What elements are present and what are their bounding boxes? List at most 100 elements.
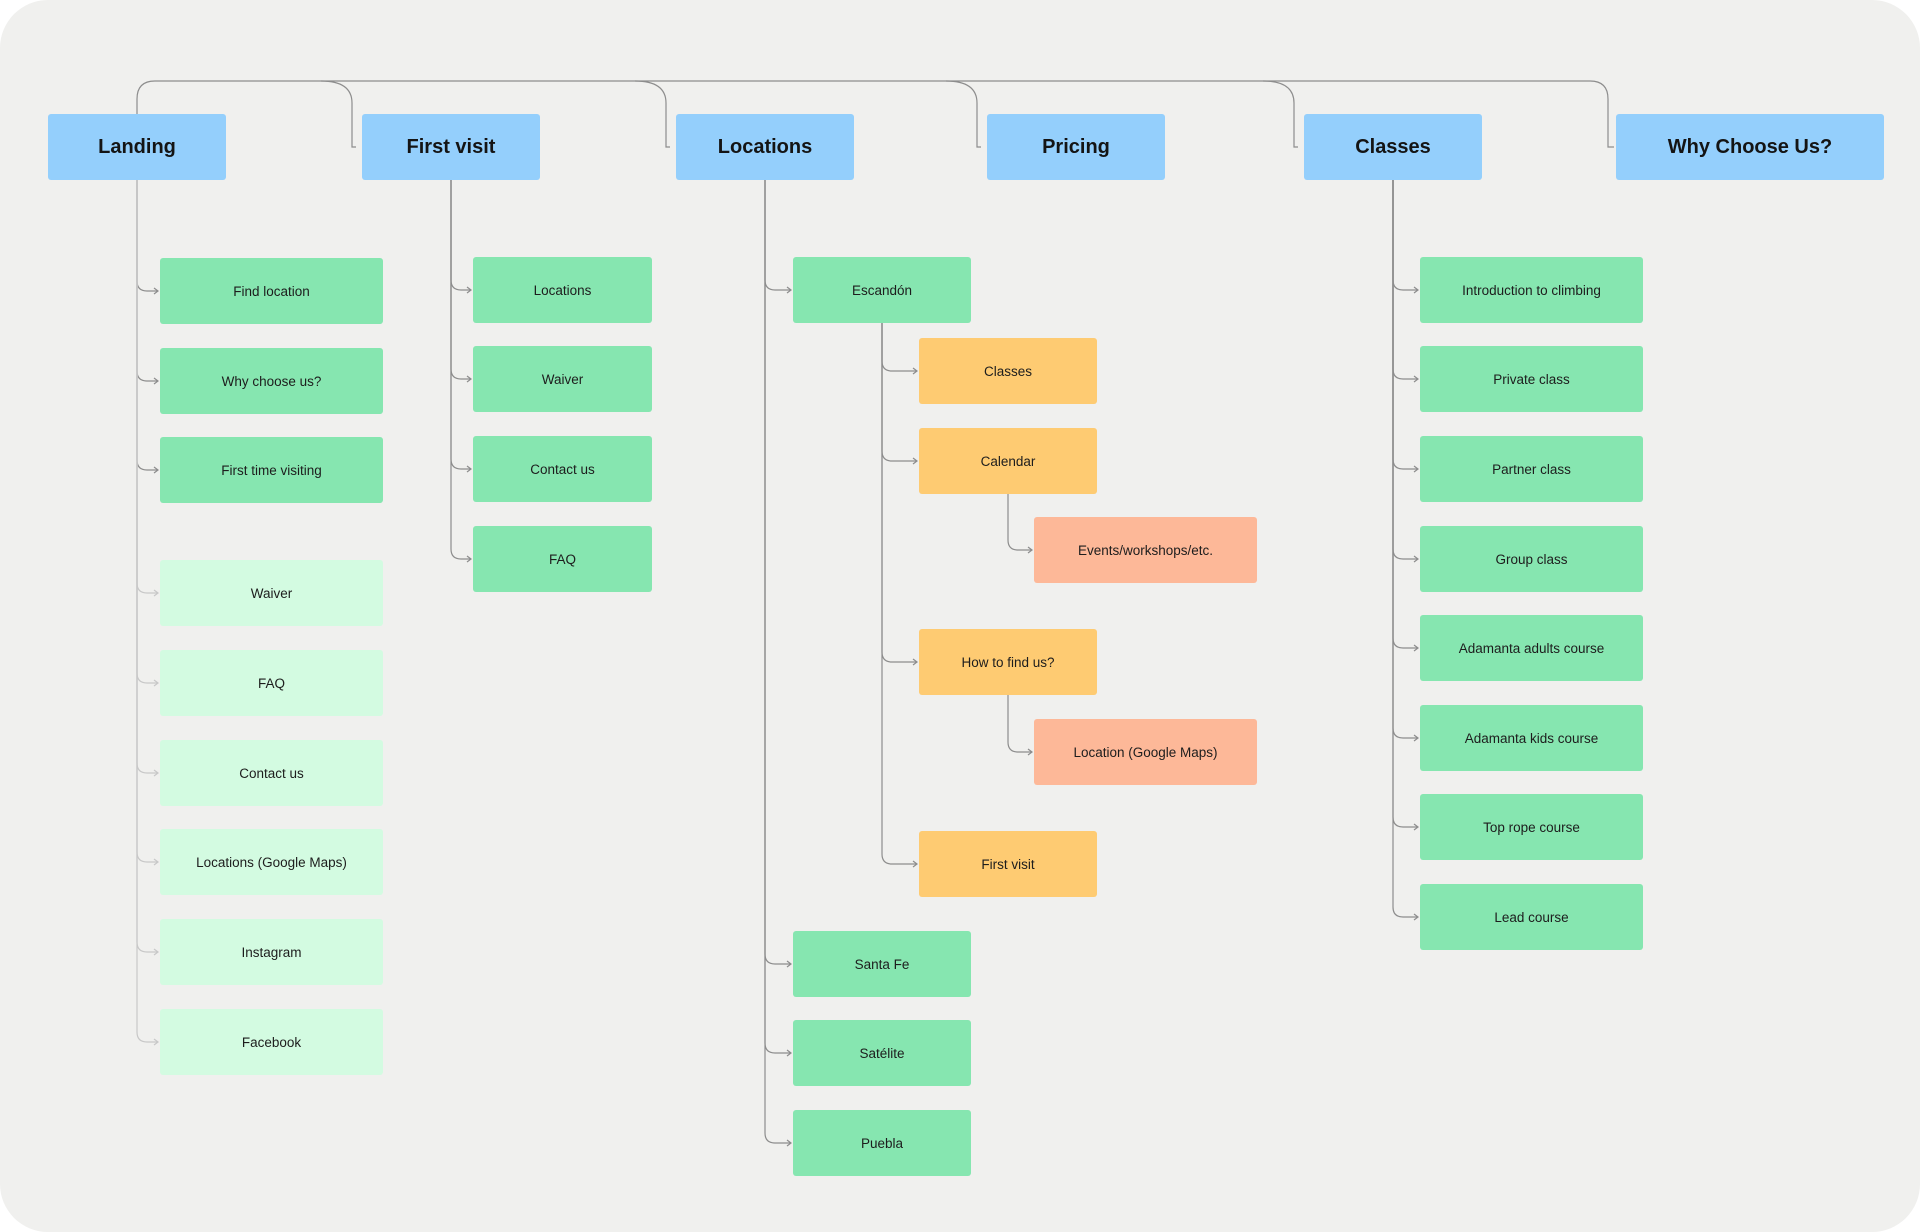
classes-child-node[interactable]: Private class	[1420, 346, 1643, 412]
arrow-head	[1027, 546, 1033, 554]
escandon-connector	[881, 323, 917, 372]
root-node-pricing[interactable]: Pricing	[987, 114, 1165, 180]
landing-child-node-faded[interactable]: Instagram	[160, 919, 383, 985]
how-to-find-us-child-node-google-maps[interactable]: Location (Google Maps)	[1034, 719, 1257, 785]
arrow-head	[1413, 823, 1419, 831]
first-visit-child-node[interactable]: Contact us	[473, 436, 652, 502]
root-bus-connector	[136, 80, 1614, 148]
landing-connector	[136, 180, 158, 684]
location-node-escandon[interactable]: Escandón	[793, 257, 971, 323]
first-visit-child-node[interactable]: Locations	[473, 257, 652, 323]
landing-child-node-faded[interactable]: FAQ	[160, 650, 383, 716]
root-branch-connector	[945, 80, 981, 148]
location-node-puebla[interactable]: Puebla	[793, 1110, 971, 1176]
landing-child-node[interactable]: Why choose us?	[160, 348, 383, 414]
arrow-head	[153, 858, 159, 866]
first-visit-connector	[450, 180, 471, 560]
landing-child-node-faded[interactable]: Locations (Google Maps)	[160, 829, 383, 895]
arrow-head	[1413, 375, 1419, 383]
root-node-why-choose-us[interactable]: Why Choose Us?	[1616, 114, 1884, 180]
classes-connector	[1392, 180, 1418, 470]
arrow-head	[1027, 748, 1033, 756]
classes-child-node[interactable]: Group class	[1420, 526, 1643, 592]
arrow-head	[153, 679, 159, 687]
arrow-head	[786, 1139, 792, 1147]
arrow-head	[786, 960, 792, 968]
classes-connector	[1392, 180, 1418, 739]
root-node-classes[interactable]: Classes	[1304, 114, 1482, 180]
classes-child-node[interactable]: Introduction to climbing	[1420, 257, 1643, 323]
landing-connector	[136, 180, 158, 953]
arrow-head	[466, 555, 472, 563]
arrow-head	[153, 1038, 159, 1046]
root-node-first-visit[interactable]: First visit	[362, 114, 540, 180]
arrow-head	[912, 860, 918, 868]
arrow-head	[912, 457, 918, 465]
landing-connector	[136, 180, 158, 863]
arrow-head	[153, 377, 159, 385]
classes-connector	[1392, 180, 1418, 649]
root-node-landing[interactable]: Landing	[48, 114, 226, 180]
classes-child-node[interactable]: Lead course	[1420, 884, 1643, 950]
arrow-head	[1413, 286, 1419, 294]
arrow-head	[786, 1049, 792, 1057]
calendar-child-node-events[interactable]: Events/workshops/etc.	[1034, 517, 1257, 583]
arrow-head	[912, 658, 918, 666]
escandon-connector	[881, 323, 917, 462]
arrow-head	[153, 589, 159, 597]
first-visit-child-node[interactable]: FAQ	[473, 526, 652, 592]
classes-child-node[interactable]: Top rope course	[1420, 794, 1643, 860]
root-branch-connector	[1262, 80, 1298, 148]
arrow-head	[153, 287, 159, 295]
escandon-child-node-calendar[interactable]: Calendar	[919, 428, 1097, 494]
arrow-head	[912, 367, 918, 375]
escandon-child-node-classes[interactable]: Classes	[919, 338, 1097, 404]
landing-child-node[interactable]: First time visiting	[160, 437, 383, 503]
escandon-child-node-how-to-find-us[interactable]: How to find us?	[919, 629, 1097, 695]
landing-child-node-faded[interactable]: Facebook	[160, 1009, 383, 1075]
landing-child-node-faded[interactable]: Contact us	[160, 740, 383, 806]
landing-connector	[136, 180, 158, 1043]
how-to-find-us-connector	[1007, 695, 1032, 753]
arrow-head	[1413, 465, 1419, 473]
classes-child-node[interactable]: Adamanta kids course	[1420, 705, 1643, 771]
classes-child-node[interactable]: Partner class	[1420, 436, 1643, 502]
classes-child-node[interactable]: Adamanta adults course	[1420, 615, 1643, 681]
root-branch-connector	[634, 80, 670, 148]
landing-connector	[136, 180, 158, 382]
classes-connector	[1392, 180, 1418, 918]
classes-connector	[1392, 180, 1418, 560]
locations-connector	[764, 180, 791, 1054]
locations-connector	[764, 180, 791, 291]
arrow-head	[153, 769, 159, 777]
classes-connector	[1392, 180, 1418, 291]
arrow-head	[1413, 644, 1419, 652]
root-branch-connector	[320, 80, 356, 148]
arrow-head	[1413, 734, 1419, 742]
landing-child-node[interactable]: Find location	[160, 258, 383, 324]
arrow-head	[1413, 913, 1419, 921]
arrow-head	[786, 286, 792, 294]
landing-connector	[136, 180, 158, 774]
classes-connector	[1392, 180, 1418, 828]
first-visit-child-node[interactable]: Waiver	[473, 346, 652, 412]
escandon-child-node-first-visit[interactable]: First visit	[919, 831, 1097, 897]
location-node-santa-fe[interactable]: Santa Fe	[793, 931, 971, 997]
arrow-head	[466, 465, 472, 473]
location-node-satelite[interactable]: Satélite	[793, 1020, 971, 1086]
root-node-locations[interactable]: Locations	[676, 114, 854, 180]
calendar-connector	[1007, 494, 1032, 551]
landing-child-node-faded[interactable]: Waiver	[160, 560, 383, 626]
classes-connector	[1392, 180, 1418, 380]
arrow-head	[466, 375, 472, 383]
landing-connector	[136, 180, 158, 471]
first-visit-connector	[450, 180, 471, 291]
landing-connector	[136, 180, 158, 594]
first-visit-connector	[450, 180, 471, 470]
arrow-head	[1413, 555, 1419, 563]
escandon-connector	[881, 323, 917, 663]
locations-connector	[764, 180, 791, 1144]
arrow-head	[153, 466, 159, 474]
